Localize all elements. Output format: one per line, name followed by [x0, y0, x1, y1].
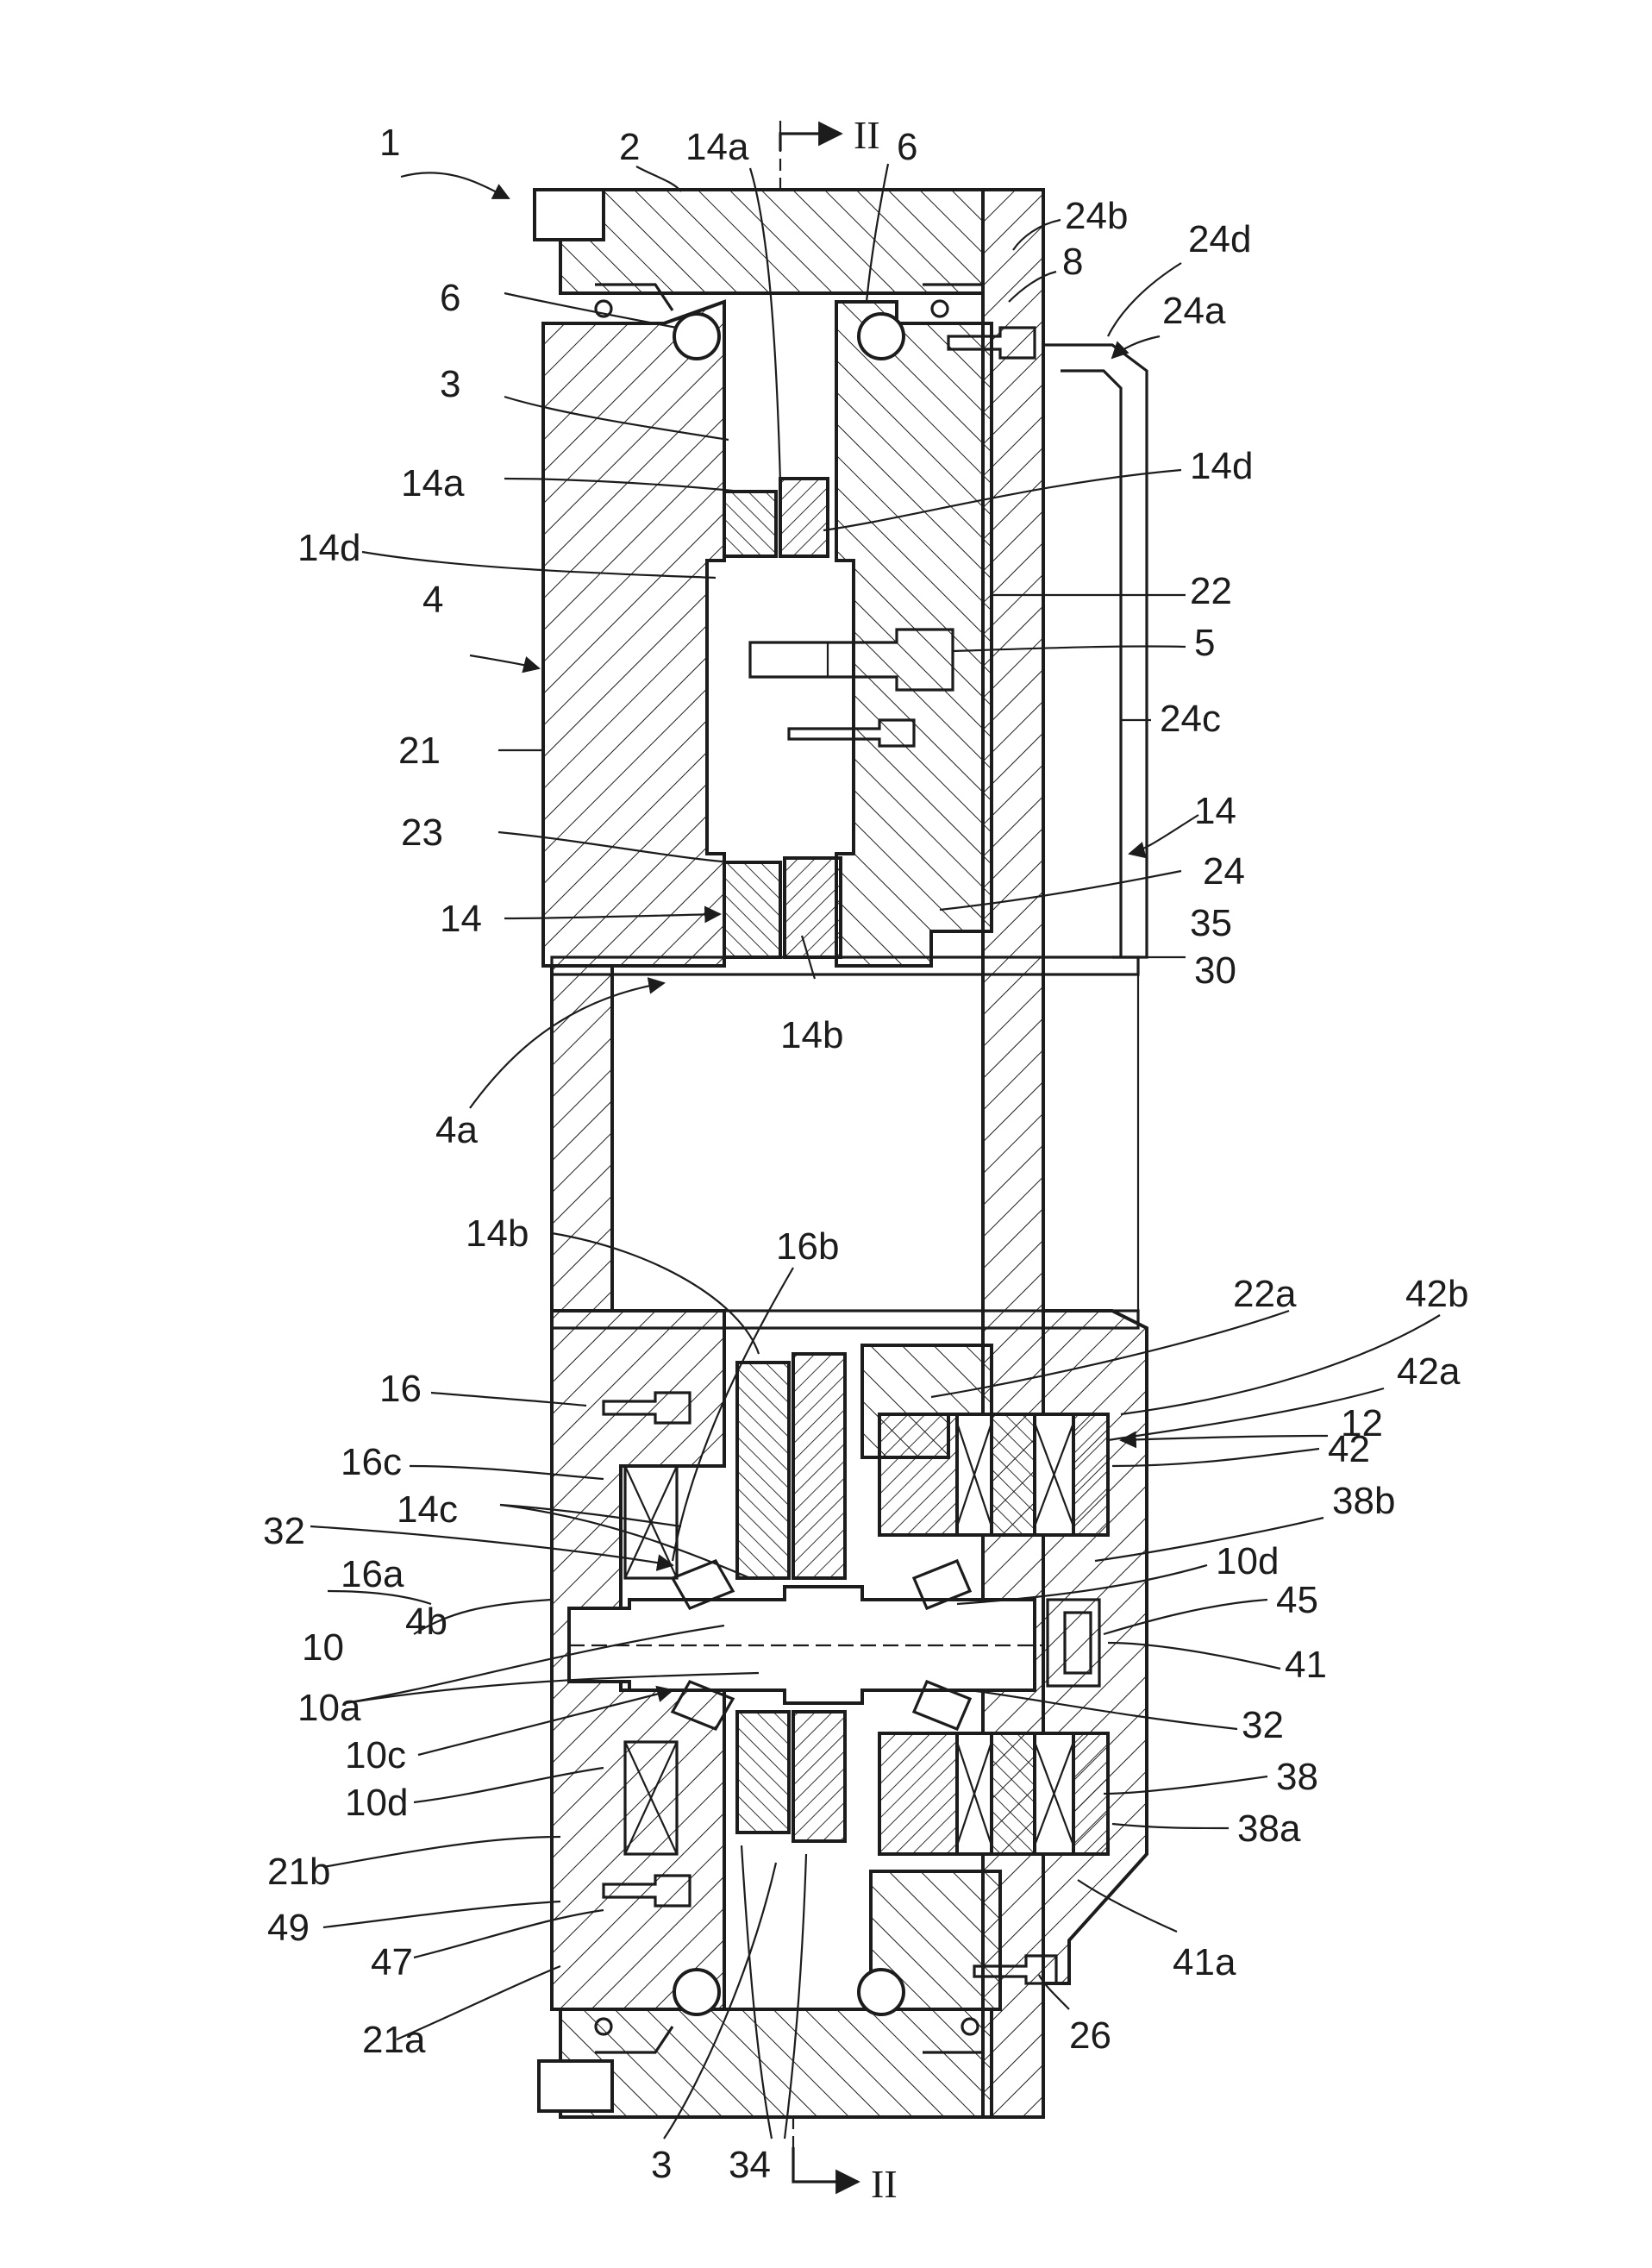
label-22: 22	[1190, 570, 1232, 612]
label-21a: 21a	[362, 2019, 426, 2061]
label-10d-right: 10d	[1216, 1540, 1279, 1582]
label-21: 21	[398, 730, 441, 772]
label-23: 23	[401, 811, 443, 854]
label-16a: 16a	[341, 1553, 404, 1595]
label-2: 2	[619, 126, 640, 168]
label-3-top: 3	[440, 363, 460, 405]
label-45: 45	[1276, 1579, 1318, 1621]
section-marker-bottom-label: II	[871, 2162, 898, 2206]
label-38a: 38a	[1237, 1808, 1301, 1850]
label-41a: 41a	[1173, 1941, 1236, 1983]
label-4b: 4b	[405, 1601, 447, 1643]
label-24b: 24b	[1065, 195, 1128, 237]
label-14d-left: 14d	[297, 527, 360, 569]
label-24d: 24d	[1188, 218, 1251, 260]
label-1: 1	[379, 122, 400, 164]
label-14d-right: 14d	[1190, 445, 1253, 487]
label-38b: 38b	[1332, 1480, 1395, 1522]
label-34: 34	[729, 2144, 771, 2186]
label-5: 5	[1194, 622, 1215, 664]
label-14b-mid: 14b	[780, 1014, 843, 1056]
label-47: 47	[371, 1941, 413, 1983]
label-38: 38	[1276, 1756, 1318, 1798]
hollow-shaft	[552, 957, 1138, 1328]
label-16c: 16c	[341, 1441, 402, 1483]
center-lines	[780, 121, 793, 2160]
section-marker-top-label: II	[854, 113, 880, 157]
label-22a: 22a	[1233, 1273, 1297, 1315]
crankshaft	[569, 1587, 1043, 1703]
label-24: 24	[1203, 850, 1245, 893]
label-24a: 24a	[1162, 290, 1226, 332]
label-30: 30	[1194, 949, 1236, 992]
carrier-21	[543, 302, 724, 2009]
label-14-right: 14	[1194, 790, 1236, 832]
label-14a-left: 14a	[401, 462, 465, 504]
label-42a: 42a	[1397, 1350, 1461, 1393]
label-3-bottom: 3	[651, 2144, 672, 2186]
label-32-left: 32	[263, 1510, 305, 1552]
label-35: 35	[1190, 902, 1232, 944]
label-21b: 21b	[267, 1851, 330, 1893]
label-10a: 10a	[297, 1687, 361, 1729]
label-16b: 16b	[776, 1225, 839, 1268]
label-10d-left: 10d	[345, 1782, 408, 1824]
label-14c: 14c	[397, 1488, 458, 1531]
label-10c: 10c	[345, 1734, 406, 1776]
label-16: 16	[379, 1368, 422, 1410]
label-4: 4	[422, 579, 443, 621]
label-14-left: 14	[440, 898, 482, 940]
label-14a-top: 14a	[685, 126, 749, 168]
label-32-right: 32	[1242, 1704, 1284, 1746]
label-42: 42	[1328, 1428, 1370, 1470]
label-10: 10	[302, 1626, 344, 1669]
label-49: 49	[267, 1907, 310, 1949]
label-26: 26	[1069, 2014, 1111, 2057]
label-42b: 42b	[1405, 1273, 1468, 1315]
label-24c: 24c	[1160, 698, 1221, 740]
section-marker-top: II	[780, 113, 880, 157]
section-marker-bottom: II	[793, 2147, 898, 2206]
label-41: 41	[1285, 1644, 1327, 1686]
label-6-left: 6	[440, 277, 460, 319]
label-4a: 4a	[435, 1109, 478, 1151]
label-6-top: 6	[897, 126, 917, 168]
label-8: 8	[1062, 241, 1083, 283]
label-14b-low: 14b	[466, 1212, 529, 1255]
